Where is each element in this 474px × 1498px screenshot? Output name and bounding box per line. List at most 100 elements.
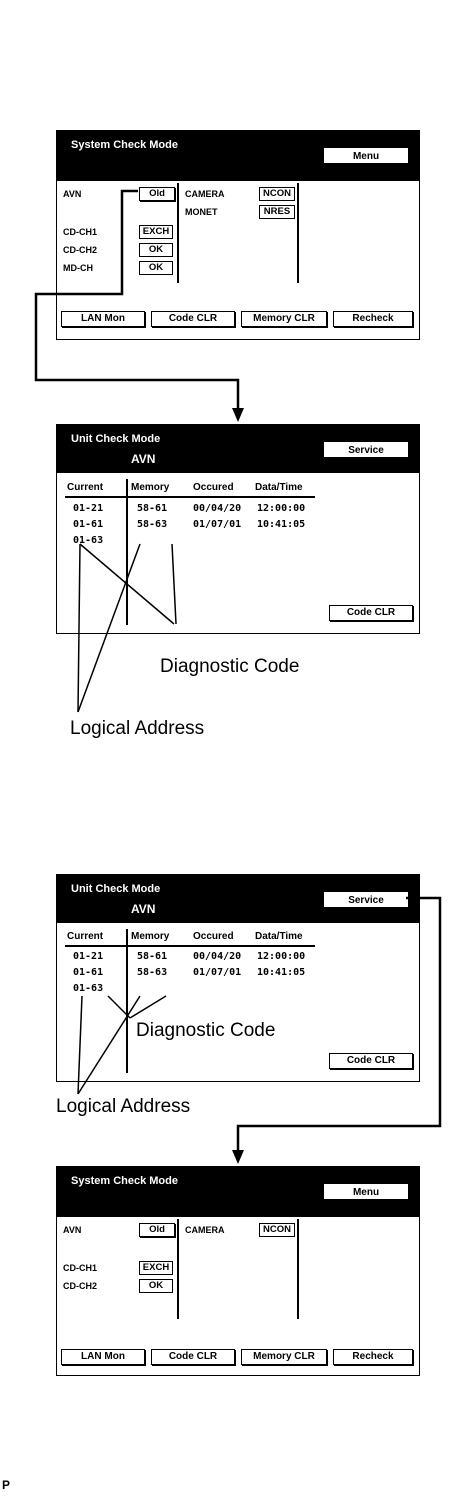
occured-date: 01/07/01 bbox=[193, 967, 242, 978]
occured-time: 10:41:05 bbox=[257, 967, 306, 978]
connector-line bbox=[236, 896, 442, 1152]
status-badge-cd-ch1[interactable]: EXCH bbox=[139, 225, 173, 239]
current-code: 01-21 bbox=[73, 951, 104, 962]
column-header-occured: Occured bbox=[193, 482, 234, 493]
occured-time: 10:41:05 bbox=[257, 519, 306, 530]
status-badge-avn[interactable]: Old bbox=[139, 187, 175, 201]
column-header-current: Current bbox=[67, 482, 104, 493]
bottom-button-bar: LAN Mon Code CLR Memory CLR Recheck bbox=[61, 1349, 413, 1367]
status-badge-monet[interactable]: NRES bbox=[259, 205, 295, 219]
arrow-head bbox=[232, 1150, 244, 1164]
column-divider bbox=[297, 1219, 299, 1319]
occured-date: 01/07/01 bbox=[193, 519, 242, 530]
column-divider bbox=[177, 1219, 179, 1319]
logical-address-label: Logical Address bbox=[56, 1096, 191, 1117]
system-check-screen-1: System Check Mode Menu AVN Old CD-CH1 EX… bbox=[56, 130, 420, 340]
unit-check-screen-3: Unit Check Mode AVN Service Current Memo… bbox=[56, 874, 420, 1082]
occured-time: 12:00:00 bbox=[257, 503, 306, 514]
code-clr-button[interactable]: Code CLR bbox=[151, 311, 235, 327]
unit-check-screen-2: Unit Check Mode AVN Service Current Memo… bbox=[56, 424, 420, 634]
leader-line bbox=[77, 995, 141, 1095]
lan-mon-button[interactable]: LAN Mon bbox=[61, 311, 145, 327]
lan-mon-button[interactable]: LAN Mon bbox=[61, 1349, 145, 1365]
current-code: 01-21 bbox=[73, 503, 104, 514]
status-badge-md-ch[interactable]: OK bbox=[139, 261, 173, 275]
footer-mark: P bbox=[2, 1478, 11, 1492]
menu-button[interactable]: Menu bbox=[323, 1183, 409, 1200]
unit-label-cd-ch1: CD-CH1 bbox=[63, 227, 98, 237]
status-badge-cd-ch1[interactable]: EXCH bbox=[139, 1261, 173, 1275]
code-clr-button[interactable]: Code CLR bbox=[329, 605, 413, 621]
memory-code: 58-63 bbox=[137, 967, 168, 978]
leader-line bbox=[77, 995, 83, 1095]
status-badge-camera[interactable]: NCON bbox=[259, 187, 295, 201]
occured-date: 00/04/20 bbox=[193, 503, 242, 514]
current-code: 01-61 bbox=[73, 519, 104, 530]
leader-line bbox=[171, 543, 177, 625]
occured-time: 12:00:00 bbox=[257, 951, 306, 962]
screen-title: System Check Mode bbox=[71, 1175, 178, 1187]
column-header-datetime: Data/Time bbox=[255, 931, 303, 942]
unit-label-cd-ch2: CD-CH2 bbox=[63, 245, 98, 255]
occured-date: 00/04/20 bbox=[193, 951, 242, 962]
memory-clr-button[interactable]: Memory CLR bbox=[241, 1349, 327, 1365]
status-badge-cd-ch2[interactable]: OK bbox=[139, 243, 173, 257]
leader-line bbox=[77, 543, 81, 713]
unit-name: AVN bbox=[131, 452, 156, 466]
arrow-head bbox=[232, 408, 244, 422]
column-divider bbox=[126, 929, 128, 1073]
system-check-screen-4: System Check Mode Menu AVN Old CD-CH1 EX… bbox=[56, 1166, 420, 1376]
screen-title: System Check Mode bbox=[71, 139, 178, 151]
memory-code: 58-63 bbox=[137, 519, 168, 530]
recheck-button[interactable]: Recheck bbox=[333, 1349, 413, 1365]
bottom-button-bar: LAN Mon Code CLR Memory CLR Recheck bbox=[61, 311, 413, 329]
screen-title: Unit Check Mode bbox=[71, 433, 161, 445]
column-header-occured: Occured bbox=[193, 931, 234, 942]
leader-line bbox=[107, 995, 131, 1019]
unit-label-monet: MONET bbox=[185, 207, 218, 217]
memory-code: 58-61 bbox=[137, 951, 168, 962]
unit-label-md-ch: MD-CH bbox=[63, 263, 93, 273]
code-clr-button[interactable]: Code CLR bbox=[151, 1349, 235, 1365]
menu-button[interactable]: Menu bbox=[323, 147, 409, 164]
status-badge-cd-ch2[interactable]: OK bbox=[139, 1279, 173, 1293]
screen-header: Unit Check Mode AVN Service bbox=[57, 875, 419, 923]
unit-label-cd-ch2: CD-CH2 bbox=[63, 1281, 98, 1291]
status-badge-camera[interactable]: NCON bbox=[259, 1223, 295, 1237]
recheck-button[interactable]: Recheck bbox=[333, 311, 413, 327]
code-clr-button[interactable]: Code CLR bbox=[329, 1053, 413, 1069]
service-button[interactable]: Service bbox=[323, 441, 409, 458]
unit-label-camera: CAMERA bbox=[185, 189, 225, 199]
diagnostic-code-label: Diagnostic Code bbox=[160, 656, 300, 677]
unit-label-avn: AVN bbox=[63, 189, 82, 199]
unit-label-cd-ch1: CD-CH1 bbox=[63, 1263, 98, 1273]
leader-line bbox=[79, 543, 175, 625]
column-divider bbox=[177, 183, 179, 283]
service-button[interactable]: Service bbox=[323, 891, 409, 908]
column-header-memory: Memory bbox=[131, 482, 170, 493]
leader-line bbox=[77, 543, 141, 713]
screen-title: Unit Check Mode bbox=[71, 883, 161, 895]
current-code: 01-63 bbox=[73, 983, 104, 994]
column-header-memory: Memory bbox=[131, 931, 170, 942]
column-header-current: Current bbox=[67, 931, 104, 942]
header-underline bbox=[65, 496, 315, 498]
screen-header: System Check Mode Menu bbox=[57, 1167, 419, 1217]
current-code: 01-63 bbox=[73, 535, 104, 546]
header-underline bbox=[65, 945, 315, 947]
screen-header: System Check Mode Menu bbox=[57, 131, 419, 181]
diagnostic-code-label: Diagnostic Code bbox=[136, 1020, 276, 1041]
current-code: 01-61 bbox=[73, 967, 104, 978]
leader-line bbox=[129, 995, 167, 1019]
memory-clr-button[interactable]: Memory CLR bbox=[241, 311, 327, 327]
unit-label-camera: CAMERA bbox=[185, 1225, 225, 1235]
memory-code: 58-61 bbox=[137, 503, 168, 514]
column-divider bbox=[297, 183, 299, 283]
screen-header: Unit Check Mode AVN Service bbox=[57, 425, 419, 473]
column-header-datetime: Data/Time bbox=[255, 482, 303, 493]
unit-name: AVN bbox=[131, 902, 156, 916]
unit-label-avn: AVN bbox=[63, 1225, 82, 1235]
status-badge-avn[interactable]: Old bbox=[139, 1223, 175, 1237]
connector-line bbox=[34, 189, 240, 410]
